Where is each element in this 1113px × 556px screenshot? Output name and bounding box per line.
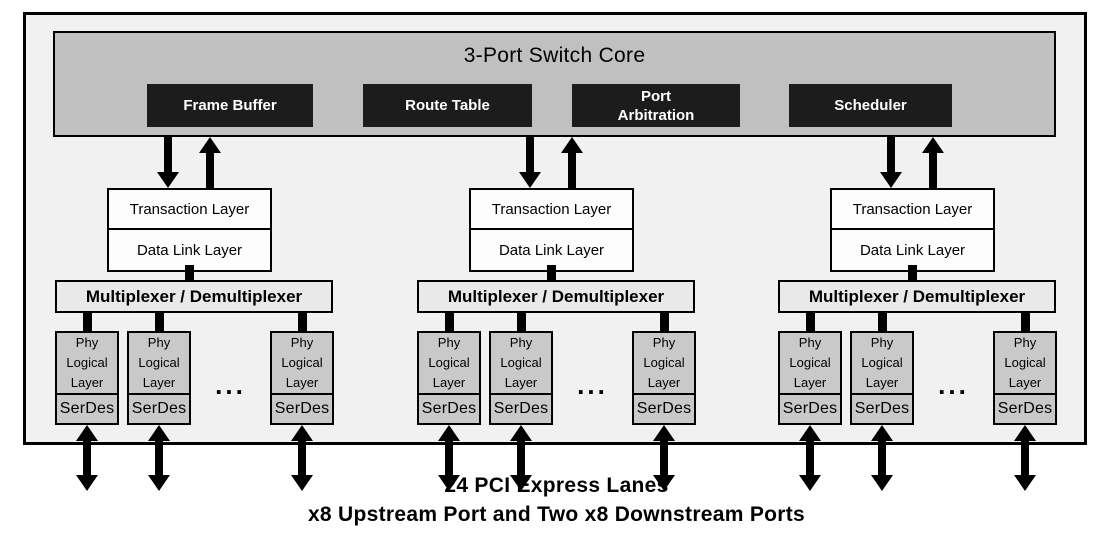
- layer-stack: Transaction Layer Data Link Layer: [469, 188, 634, 272]
- data-link-layer-box: Data Link Layer: [109, 228, 270, 270]
- serdes-box: SerDes: [57, 393, 117, 423]
- mux-lane-connector: [1021, 312, 1030, 333]
- port-to-core-arrow-up: [561, 137, 583, 188]
- phy-lane: Phy Logical Layer SerDes: [993, 331, 1057, 425]
- phy-lane: Phy Logical Layer SerDes: [778, 331, 842, 425]
- mux-lane-connector: [298, 312, 307, 333]
- core-to-port-arrow-down: [880, 137, 902, 188]
- lane-ellipsis: ...: [215, 370, 246, 400]
- serdes-box: SerDes: [129, 393, 189, 423]
- mux-lane-connector: [517, 312, 526, 333]
- lane-ellipsis: ...: [577, 370, 608, 400]
- layer-mux-connector: [547, 265, 556, 282]
- lane-double-arrow: [871, 425, 893, 491]
- phy-lane: Phy Logical Layer SerDes: [632, 331, 696, 425]
- phy-lane: Phy Logical Layer SerDes: [55, 331, 119, 425]
- mux-lane-connector: [660, 312, 669, 333]
- mux-demux-box: Multiplexer / Demultiplexer: [417, 280, 695, 313]
- phy-lane: Phy Logical Layer SerDes: [850, 331, 914, 425]
- core-block-port-arbitration: Port Arbitration: [572, 84, 740, 127]
- lane-double-arrow: [148, 425, 170, 491]
- lane-double-arrow: [799, 425, 821, 491]
- mux-demux-box: Multiplexer / Demultiplexer: [55, 280, 333, 313]
- phy-logical-layer-box: Phy Logical Layer: [789, 335, 831, 390]
- core-to-port-arrow-down: [157, 137, 179, 188]
- phy-logical-layer-box: Phy Logical Layer: [138, 335, 180, 390]
- mux-lane-connector: [878, 312, 887, 333]
- mux-lane-connector: [155, 312, 164, 333]
- lane-double-arrow: [76, 425, 98, 491]
- lane-double-arrow: [438, 425, 460, 491]
- port-column-1: Transaction Layer Data Link Layer Multip…: [55, 137, 334, 497]
- lane-double-arrow: [510, 425, 532, 491]
- transaction-layer-box: Transaction Layer: [852, 200, 973, 218]
- serdes-box: SerDes: [491, 393, 551, 423]
- serdes-box: SerDes: [634, 393, 694, 423]
- serdes-box: SerDes: [272, 393, 332, 423]
- diagram-captions: 24 PCI Express Lanes x8 Upstream Port an…: [0, 471, 1113, 529]
- phy-lane: Phy Logical Layer SerDes: [270, 331, 334, 425]
- phy-lane: Phy Logical Layer SerDes: [127, 331, 191, 425]
- port-to-core-arrow-up: [199, 137, 221, 188]
- lane-double-arrow: [1014, 425, 1036, 491]
- phy-logical-layer-box: Phy Logical Layer: [428, 335, 470, 390]
- transaction-layer-box: Transaction Layer: [129, 200, 250, 218]
- core-block-frame-buffer: Frame Buffer: [147, 84, 313, 127]
- layer-mux-connector: [185, 265, 194, 282]
- port-to-core-arrow-up: [922, 137, 944, 188]
- core-block-scheduler: Scheduler: [789, 84, 952, 127]
- phy-logical-layer-box: Phy Logical Layer: [643, 335, 685, 390]
- phy-logical-layer-box: Phy Logical Layer: [500, 335, 542, 390]
- core-block-route-table: Route Table: [363, 84, 532, 127]
- phy-logical-layer-box: Phy Logical Layer: [66, 335, 108, 390]
- data-link-layer-box: Data Link Layer: [471, 228, 632, 270]
- phy-lane: Phy Logical Layer SerDes: [489, 331, 553, 425]
- lane-double-arrow: [291, 425, 313, 491]
- caption-lanes: 24 PCI Express Lanes: [444, 474, 669, 497]
- phy-lane: Phy Logical Layer SerDes: [417, 331, 481, 425]
- mux-lane-connector: [83, 312, 92, 333]
- layer-mux-connector: [908, 265, 917, 282]
- data-link-layer-box: Data Link Layer: [832, 228, 993, 270]
- layer-stack: Transaction Layer Data Link Layer: [830, 188, 995, 272]
- lane-ellipsis: ...: [938, 370, 969, 400]
- mux-demux-box: Multiplexer / Demultiplexer: [778, 280, 1056, 313]
- port-column-3: Transaction Layer Data Link Layer Multip…: [778, 137, 1057, 497]
- mux-lane-connector: [445, 312, 454, 333]
- serdes-box: SerDes: [419, 393, 479, 423]
- phy-logical-layer-box: Phy Logical Layer: [861, 335, 903, 390]
- mux-lane-connector: [806, 312, 815, 333]
- serdes-box: SerDes: [852, 393, 912, 423]
- phy-logical-layer-box: Phy Logical Layer: [281, 335, 323, 390]
- layer-stack: Transaction Layer Data Link Layer: [107, 188, 272, 272]
- serdes-box: SerDes: [780, 393, 840, 423]
- transaction-layer-box: Transaction Layer: [491, 200, 612, 218]
- switch-core-box: 3-Port Switch Core Frame Buffer Route Ta…: [53, 31, 1056, 137]
- caption-ports: x8 Upstream Port and Two x8 Downstream P…: [307, 503, 806, 526]
- core-title: 3-Port Switch Core: [463, 44, 646, 67]
- phy-logical-layer-box: Phy Logical Layer: [1004, 335, 1046, 390]
- lane-double-arrow: [653, 425, 675, 491]
- core-to-port-arrow-down: [519, 137, 541, 188]
- serdes-box: SerDes: [995, 393, 1055, 423]
- port-column-2: Transaction Layer Data Link Layer Multip…: [417, 137, 696, 497]
